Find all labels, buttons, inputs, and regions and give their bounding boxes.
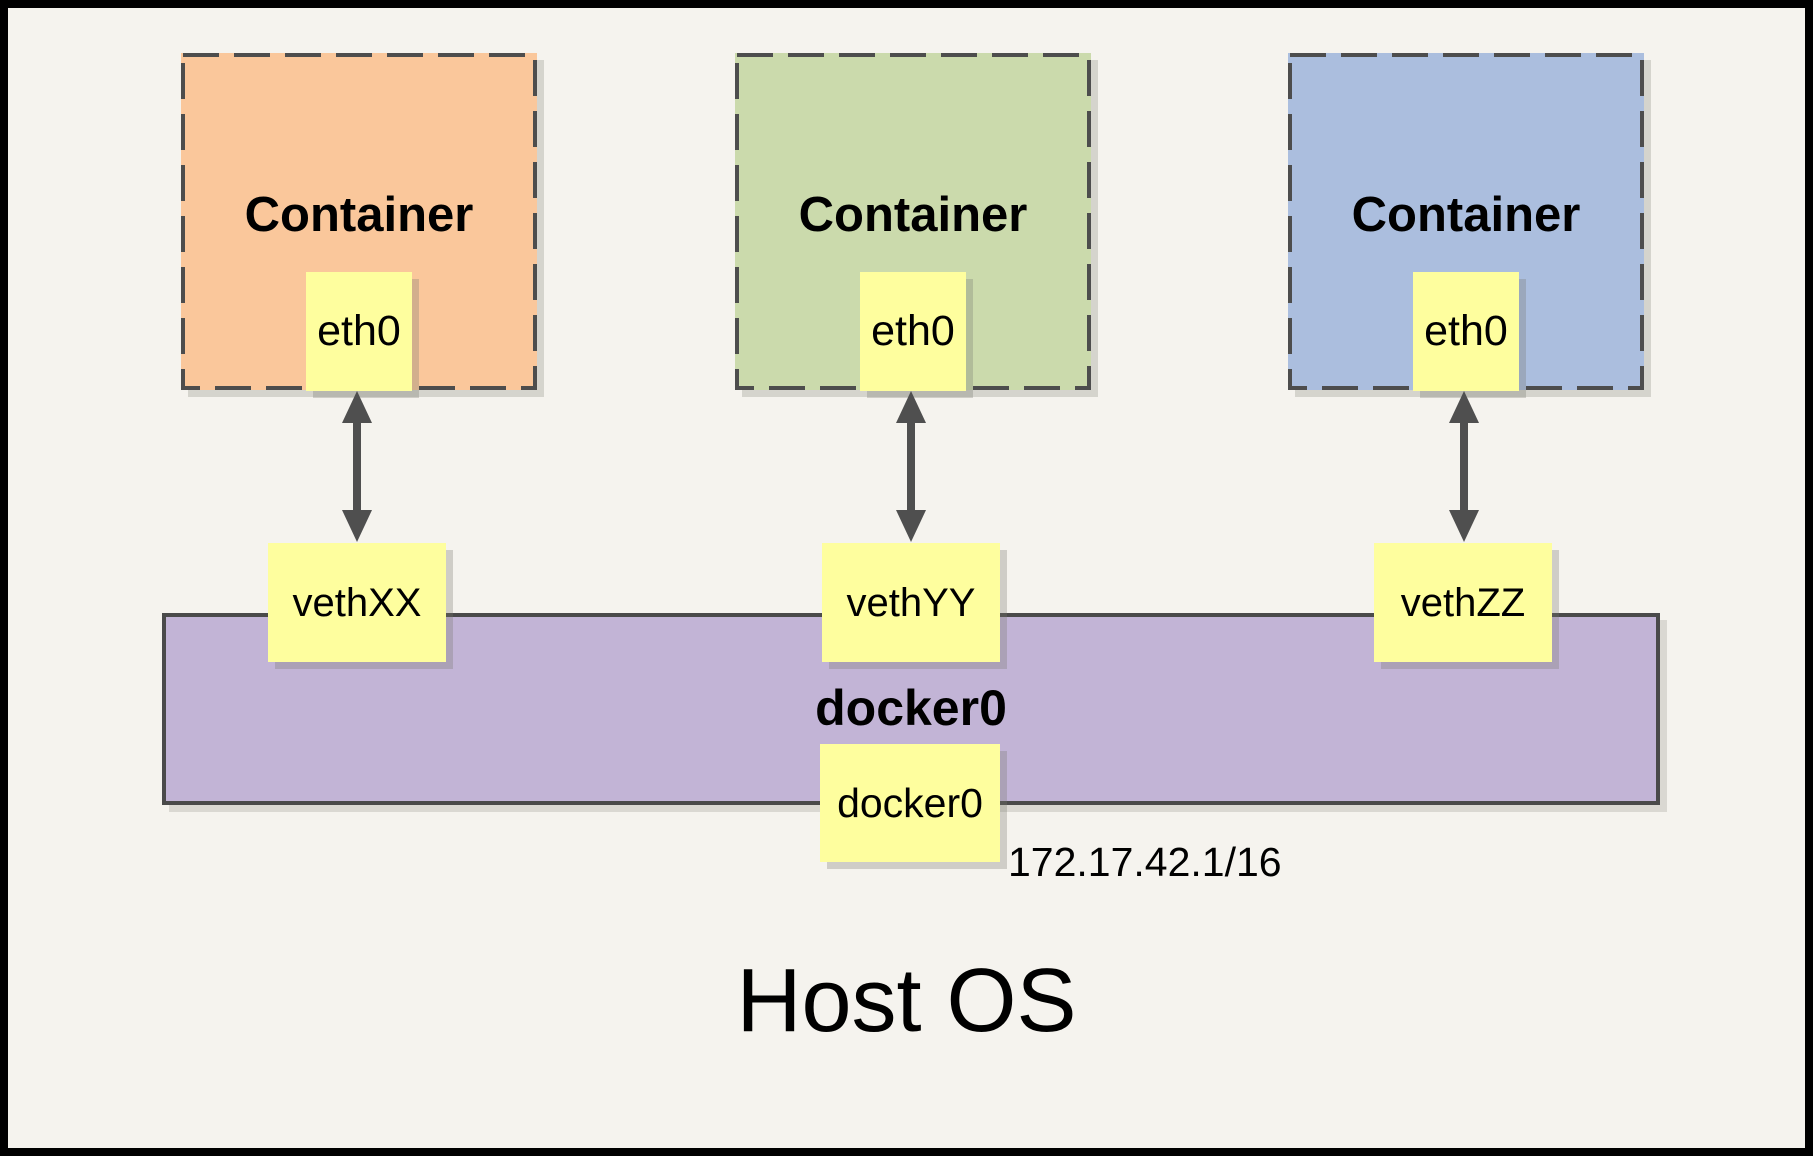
host-os-label: Host OS (736, 951, 1077, 1051)
bridge-ip-label: 172.17.42.1/16 (1008, 839, 1282, 885)
dashed-border (181, 53, 537, 390)
eth0-label: eth0 (1424, 307, 1508, 355)
docker0-interface-box: docker0 (820, 744, 1000, 862)
bidirectional-arrow-icon (1449, 391, 1479, 542)
eth0-interface-box: eth0 (1413, 272, 1519, 391)
container-title: Container (1351, 188, 1581, 242)
vethzz-label: vethZZ (1400, 580, 1526, 625)
dashed-border (735, 53, 1091, 390)
eth0-interface-box: eth0 (860, 272, 966, 391)
vethyy-box: vethYY (822, 543, 1000, 662)
vethyy-label: vethYY (846, 580, 976, 625)
vethxx-box: vethXX (268, 543, 446, 662)
bidirectional-arrow-icon (896, 391, 926, 542)
bidirectional-arrow-icon (342, 391, 372, 542)
docker0-bridge-title: docker0 (815, 680, 1007, 736)
container-box-2: Container eth0 (735, 53, 1091, 391)
eth0-label: eth0 (317, 307, 401, 355)
container-box-3: Container eth0 (1288, 53, 1644, 391)
vethzz-box: vethZZ (1374, 543, 1552, 662)
docker0-interface-label: docker0 (837, 779, 983, 826)
container-title: Container (798, 188, 1028, 242)
vethxx-label: vethXX (292, 580, 422, 625)
eth0-interface-box: eth0 (306, 272, 412, 391)
dashed-border (1288, 53, 1644, 390)
eth0-label: eth0 (871, 307, 955, 355)
container-title: Container (244, 188, 474, 242)
container-box-1: Container eth0 (181, 53, 537, 391)
